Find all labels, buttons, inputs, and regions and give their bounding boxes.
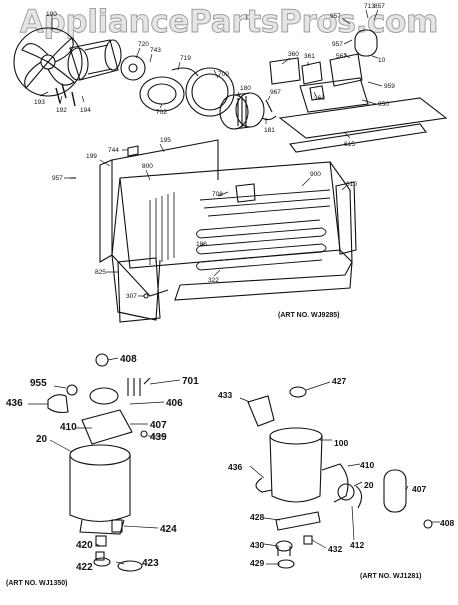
callout-bottom-right-428: 428 — [250, 512, 264, 522]
callout-top-193: 193 — [34, 99, 45, 106]
compressor-right-drawing — [247, 386, 433, 569]
callout-bottom-right-407: 407 — [412, 484, 426, 494]
callout-top-957: 957 — [52, 175, 63, 182]
callout-top-360: 360 — [288, 51, 299, 58]
callout-bottom-right-20: 20 — [364, 480, 374, 490]
callout-top-720: 720 — [138, 41, 149, 48]
callout-top-186: 186 — [196, 241, 207, 248]
callout-top-713: 713 — [364, 3, 375, 10]
callout-bottom-right-436: 436 — [228, 462, 242, 472]
callout-bottom-right-100: 100 — [334, 438, 348, 448]
callout-bottom-left-20: 20 — [36, 434, 48, 445]
callout-top-957: 957 — [332, 41, 343, 48]
callout-top-195: 195 — [160, 137, 171, 144]
callout-bottom-left-423: 423 — [142, 558, 159, 569]
callout-bottom-left-422: 422 — [76, 562, 93, 573]
callout-top-743: 743 — [150, 47, 161, 54]
art-number-bottom-right: (ART NO. WJ1281) — [360, 573, 422, 580]
callout-top-181: 181 — [264, 127, 275, 134]
callout-top-10: 10 — [378, 57, 386, 64]
condenser-coil-drawing — [149, 192, 175, 265]
callout-top-825: 825 — [95, 269, 106, 276]
callout-top-194: 194 — [80, 107, 91, 114]
callout-bottom-left-410: 410 — [60, 422, 77, 433]
compressor-left-drawing — [47, 353, 151, 572]
callout-top-615: 615 — [344, 141, 355, 148]
callout-bottom-right-430: 430 — [250, 540, 264, 550]
callouts-bottom-right: 433 427 100 436 410 20 407 408 412 428 430 432 429 — [218, 376, 454, 568]
leader-lines — [28, 9, 440, 565]
callout-bottom-left-424: 424 — [160, 524, 177, 535]
callout-bottom-right-427: 427 — [332, 376, 346, 386]
callout-top-857: 857 — [374, 3, 385, 10]
callout-bottom-left-955: 955 — [30, 378, 47, 389]
callout-bottom-right-410: 410 — [360, 460, 374, 470]
callout-top-180: 180 — [240, 85, 251, 92]
evaporator-coil-drawing — [196, 189, 331, 271]
callout-top-199: 199 — [86, 153, 97, 160]
callout-bottom-right-412: 412 — [350, 540, 364, 550]
callout-top-702: 702 — [156, 109, 167, 116]
callout-top-744: 744 — [108, 147, 119, 154]
callout-bottom-left-407: 407 — [150, 420, 167, 431]
chassis-housing-drawing — [99, 139, 353, 321]
callout-top-190: 190 — [46, 11, 57, 18]
callout-top-307: 307 — [126, 293, 137, 300]
callout-top-363: 363 — [314, 95, 325, 102]
callout-bottom-left-420: 420 — [76, 540, 93, 551]
callout-top-192: 192 — [56, 107, 67, 114]
callout-top-950: 950 — [378, 101, 389, 108]
callout-bottom-right-408: 408 — [440, 518, 454, 528]
callout-top-700: 700 — [218, 71, 229, 78]
callout-top-361: 361 — [304, 53, 315, 60]
callout-top-322: 322 — [208, 277, 219, 284]
callout-top-610: 610 — [346, 181, 357, 188]
callout-bottom-left-439: 439 — [150, 432, 167, 443]
callout-top-967: 967 — [270, 89, 281, 96]
art-number-top: (ART NO. WJ9285) — [278, 312, 340, 319]
callout-top-959: 959 — [384, 83, 395, 90]
callout-bottom-left-436: 436 — [6, 398, 23, 409]
callout-top-708: 708 — [212, 191, 223, 198]
callout-bottom-right-429: 429 — [250, 558, 264, 568]
art-number-bottom-left: (ART NO. WJ1350) — [6, 580, 68, 587]
fan-motor-drawing — [67, 39, 122, 81]
callout-top-900: 900 — [310, 171, 321, 178]
blower-wheel-drawing — [219, 92, 265, 130]
callout-bottom-left-406: 406 — [166, 398, 183, 409]
fan-blade-drawing — [13, 27, 83, 97]
callout-bottom-left-408: 408 — [120, 354, 137, 365]
callout-top-800: 800 — [142, 163, 153, 170]
callout-top-957: 957 — [330, 13, 341, 20]
callout-top-567: 567 — [336, 53, 347, 60]
callout-bottom-right-433: 433 — [218, 390, 232, 400]
callout-bottom-right-432: 432 — [328, 544, 342, 554]
callout-top-719: 719 — [180, 55, 191, 62]
callout-bottom-left-701: 701 — [182, 376, 199, 387]
